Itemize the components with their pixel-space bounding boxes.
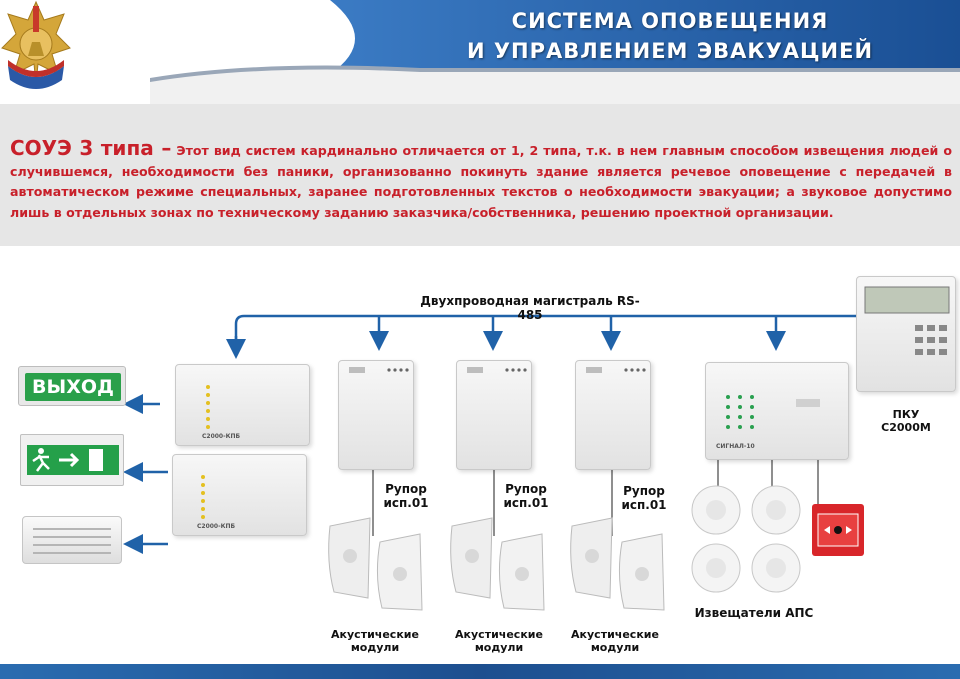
description-lead: СОУЭ 3 типа – bbox=[10, 136, 172, 160]
rupor-label-2: Рупор исп.01 bbox=[498, 482, 554, 510]
header-background bbox=[0, 0, 960, 104]
speaker-pair-1-icon bbox=[328, 517, 423, 611]
led-grid-icon bbox=[726, 395, 820, 429]
siren-grille-icon bbox=[33, 528, 111, 554]
bottom-bar bbox=[0, 664, 960, 679]
evacuation-sign bbox=[20, 434, 124, 486]
led-panel-icon bbox=[206, 385, 210, 429]
vdpo-emblem-icon bbox=[1, 0, 71, 89]
kpb-module-1: С2000-КПБ bbox=[175, 364, 310, 446]
kpb-name-2: С2000-КПБ bbox=[197, 523, 236, 530]
page-title: СИСТЕМА ОПОВЕЩЕНИЯ И УПРАВЛЕНИЕМ ЭВАКУАЦ… bbox=[430, 6, 910, 66]
acoustic-label-3: Акустические модули bbox=[570, 628, 660, 654]
signal-10-name: СИГНАЛ-10 bbox=[716, 443, 755, 450]
rupor-label-2-line1: Рупор bbox=[505, 482, 547, 496]
kpb-name-1: С2000-КПБ bbox=[202, 433, 241, 440]
bus-label: Двухпроводная магистраль RS-485 bbox=[420, 294, 640, 322]
acoustic-label-2-line1: Акустические bbox=[455, 628, 543, 641]
indicator-leds-icon bbox=[586, 367, 646, 373]
acoustic-label-1: Акустические модули bbox=[330, 628, 420, 654]
led-panel-icon bbox=[201, 475, 205, 519]
acoustic-label-3-line2: модули bbox=[590, 641, 640, 654]
rupor-label-1-line2: исп.01 bbox=[383, 496, 429, 510]
aps-label: Извещатели АПС bbox=[694, 606, 814, 620]
rupor-label-3-line1: Рупор bbox=[623, 484, 665, 498]
signal-10-panel: СИГНАЛ-10 bbox=[705, 362, 849, 460]
speaker-pair-2-icon bbox=[450, 517, 545, 611]
rupor-label-3-line2: исп.01 bbox=[621, 498, 667, 512]
acoustic-label-1-line1: Акустические bbox=[331, 628, 419, 641]
rupor-label-1: Рупор исп.01 bbox=[378, 482, 434, 510]
description-band bbox=[0, 104, 960, 246]
manual-call-point-icon bbox=[812, 504, 864, 556]
acoustic-label-2-line2: модули bbox=[474, 641, 524, 654]
rupor-amplifier-2 bbox=[456, 360, 532, 470]
smoke-detectors-icon bbox=[691, 485, 801, 593]
indicator-leds-icon bbox=[349, 367, 409, 373]
pku-label: ПКУ С2000М bbox=[881, 408, 931, 434]
title-line-2: И УПРАВЛЕНИЕМ ЭВАКУАЦИЕЙ bbox=[466, 39, 874, 63]
description-text: Этот вид систем кардинально отличается о… bbox=[10, 143, 952, 220]
running-man-icon bbox=[27, 445, 119, 475]
diagram: Двухпроводная магистраль RS-485 ВЫХОД С2… bbox=[0, 246, 960, 666]
exit-sign-text: ВЫХОД bbox=[25, 373, 121, 401]
header: СИСТЕМА ОПОВЕЩЕНИЯ И УПРАВЛЕНИЕМ ЭВАКУАЦ… bbox=[0, 0, 960, 104]
indicator-leds-icon bbox=[467, 367, 527, 373]
description: СОУЭ 3 типа – Этот вид систем кардинальн… bbox=[10, 138, 952, 223]
logo-text: ВДПО bbox=[61, 84, 91, 94]
speaker-pair-3-icon bbox=[570, 517, 665, 611]
rupor-amplifier-1 bbox=[338, 360, 414, 470]
rupor-label-2-line2: исп.01 bbox=[503, 496, 549, 510]
acoustic-label-3-line1: Акустические bbox=[571, 628, 659, 641]
pku-c2000m bbox=[856, 276, 956, 392]
acoustic-label-2: Акустические модули bbox=[454, 628, 544, 654]
rupor-label-1-line1: Рупор bbox=[385, 482, 427, 496]
acoustic-label-1-line2: модули bbox=[350, 641, 400, 654]
keypad-display-icon bbox=[864, 286, 950, 355]
kpb-module-2: С2000-КПБ bbox=[172, 454, 307, 536]
title-line-1: СИСТЕМА ОПОВЕЩЕНИЯ bbox=[511, 9, 829, 33]
siren-sounder bbox=[22, 516, 122, 564]
rupor-amplifier-3 bbox=[575, 360, 651, 470]
exit-sign: ВЫХОД bbox=[18, 366, 126, 406]
rupor-label-3: Рупор исп.01 bbox=[616, 484, 672, 512]
